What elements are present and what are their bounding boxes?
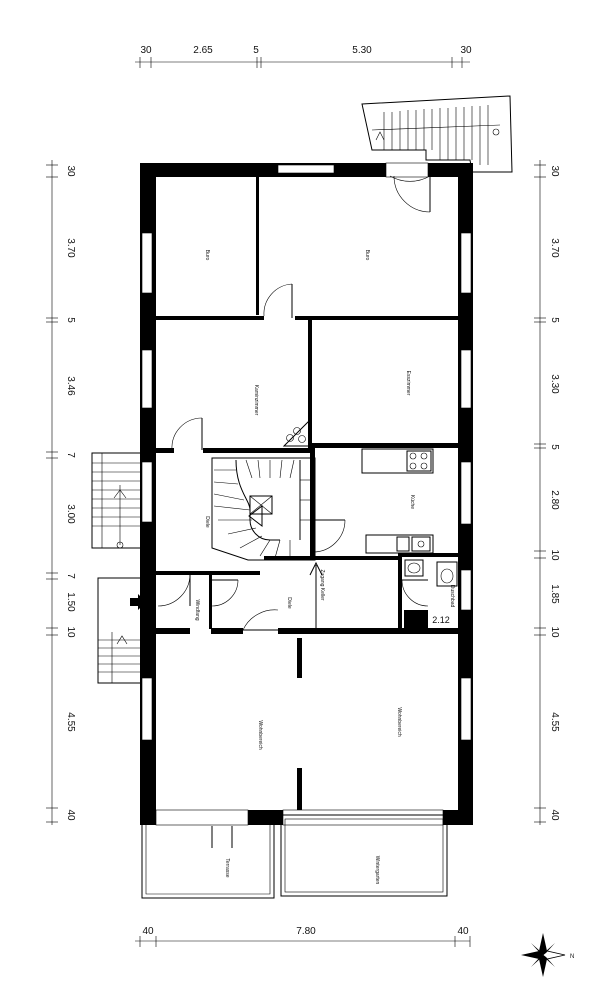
dim-right-7: 10: [549, 549, 560, 561]
label-diele-upper: Diele: [204, 516, 210, 528]
terrace: [141, 825, 275, 899]
wintergarten: [280, 814, 448, 897]
dim-left-1: 30: [65, 165, 76, 177]
dim-left-7: 7: [65, 573, 76, 579]
dim-left-8: 1.50: [65, 592, 76, 612]
label-kuche: Küche: [409, 495, 415, 509]
room-labels: Buro Buro Kaminzimmer Esszimmer Diele Kü…: [194, 250, 455, 885]
dimension-left: 30 3.70 5 3.46 7 3.00 7 1.50 10 4.55 40: [46, 160, 76, 825]
interior-walls: [152, 175, 462, 810]
label-wohnbereich-left: Wohnbereich: [257, 720, 263, 750]
dim-top-4: 5.30: [352, 45, 372, 56]
label-windfang: Windfang: [194, 599, 200, 620]
dim-left-9: 10: [65, 626, 76, 638]
label-esszimmer: Esszimmer: [405, 371, 411, 396]
label-buro-left: Buro: [204, 250, 210, 261]
dim-bottom-2: 7.80: [296, 926, 316, 937]
zugang-keller-arrow: [309, 561, 323, 628]
dim-top-1: 30: [140, 45, 152, 56]
label-zugang-keller: Zugang Keller: [319, 569, 325, 600]
kitchen-fixtures: [361, 448, 434, 554]
label-wohnbereich-right: Wohnbereich: [396, 707, 402, 737]
label-duschbad-area: 2.12: [432, 615, 450, 625]
label-wintergarten: Wintergarten: [374, 856, 380, 885]
label-kaminzimmer: Kaminzimmer: [253, 385, 259, 416]
exterior-stair-left-lower: [97, 577, 146, 684]
dim-right-10: 4.55: [549, 712, 560, 732]
dim-bottom-3: 40: [457, 926, 469, 937]
dim-left-2: 3.70: [65, 238, 76, 258]
exterior-walls: [140, 163, 473, 825]
dimension-bottom: 40 7.80 40: [135, 926, 471, 947]
dim-right-6: 2.80: [549, 490, 560, 510]
dim-left-3: 5: [65, 317, 76, 323]
dim-left-10: 4.55: [65, 712, 76, 732]
bathroom-fixtures: [404, 559, 458, 587]
dim-top-2: 2.65: [193, 45, 213, 56]
exterior-stair-top: [361, 95, 513, 173]
windows: [141, 162, 472, 826]
dim-right-8: 1.85: [549, 584, 560, 604]
label-buro-right: Buro: [364, 250, 370, 261]
dim-top-3: 5: [253, 45, 259, 56]
dim-left-5: 7: [65, 452, 76, 458]
dim-right-5: 5: [549, 444, 560, 450]
dim-right-3: 5: [549, 317, 560, 323]
dim-right-11: 40: [549, 809, 560, 821]
label-diele-lower: Diele: [286, 597, 292, 609]
dimension-right: 30 3.70 5 3.30 5 2.80 10 1.85 10 4.55 40: [534, 160, 560, 825]
exterior-stair-left-upper: [91, 452, 149, 549]
dim-right-2: 3.70: [549, 238, 560, 258]
compass-rose-icon: N: [521, 933, 574, 977]
interior-staircase: [211, 457, 316, 561]
dim-left-6: 3.00: [65, 504, 76, 524]
doors: [157, 175, 431, 848]
stove-icon: [282, 418, 311, 447]
dim-left-11: 40: [65, 809, 76, 821]
dim-top-5: 30: [460, 45, 472, 56]
dim-right-9: 10: [549, 626, 560, 638]
dimension-top: 30 2.65 5 5.30 30: [135, 45, 472, 68]
dim-left-4: 3.46: [65, 376, 76, 396]
dim-bottom-1: 40: [142, 926, 154, 937]
label-terrasse: Terrasse: [224, 858, 230, 877]
label-duschbad: Duschbad: [449, 585, 455, 608]
dim-right-4: 3.30: [549, 374, 560, 394]
compass-north-label: N: [570, 954, 574, 960]
dim-right-1: 30: [549, 165, 560, 177]
